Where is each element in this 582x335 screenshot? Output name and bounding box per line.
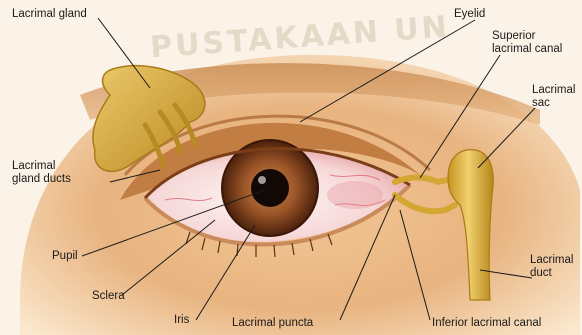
- label-lacrimal-sac: Lacrimal sac: [532, 84, 575, 110]
- sclera-redness: [327, 181, 383, 209]
- label-superior-lacrimal-canal: Superior lacrimal canal: [492, 30, 562, 56]
- label-inferior-lacrimal-canal: Inferior lacrimal canal: [432, 317, 541, 330]
- label-lacrimal-duct: Lacrimal duct: [530, 254, 573, 280]
- pupil-highlight: [258, 176, 266, 184]
- label-eyelid: Eyelid: [454, 8, 485, 21]
- label-lacrimal-gland-ducts: Lacrimal gland ducts: [12, 160, 71, 186]
- label-iris: Iris: [174, 314, 189, 327]
- label-lacrimal-puncta: Lacrimal puncta: [232, 317, 313, 330]
- label-lacrimal-gland: Lacrimal gland: [12, 8, 87, 21]
- pupil-shape: [251, 169, 289, 207]
- label-pupil: Pupil: [52, 250, 78, 263]
- label-sclera: Sclera: [92, 290, 125, 303]
